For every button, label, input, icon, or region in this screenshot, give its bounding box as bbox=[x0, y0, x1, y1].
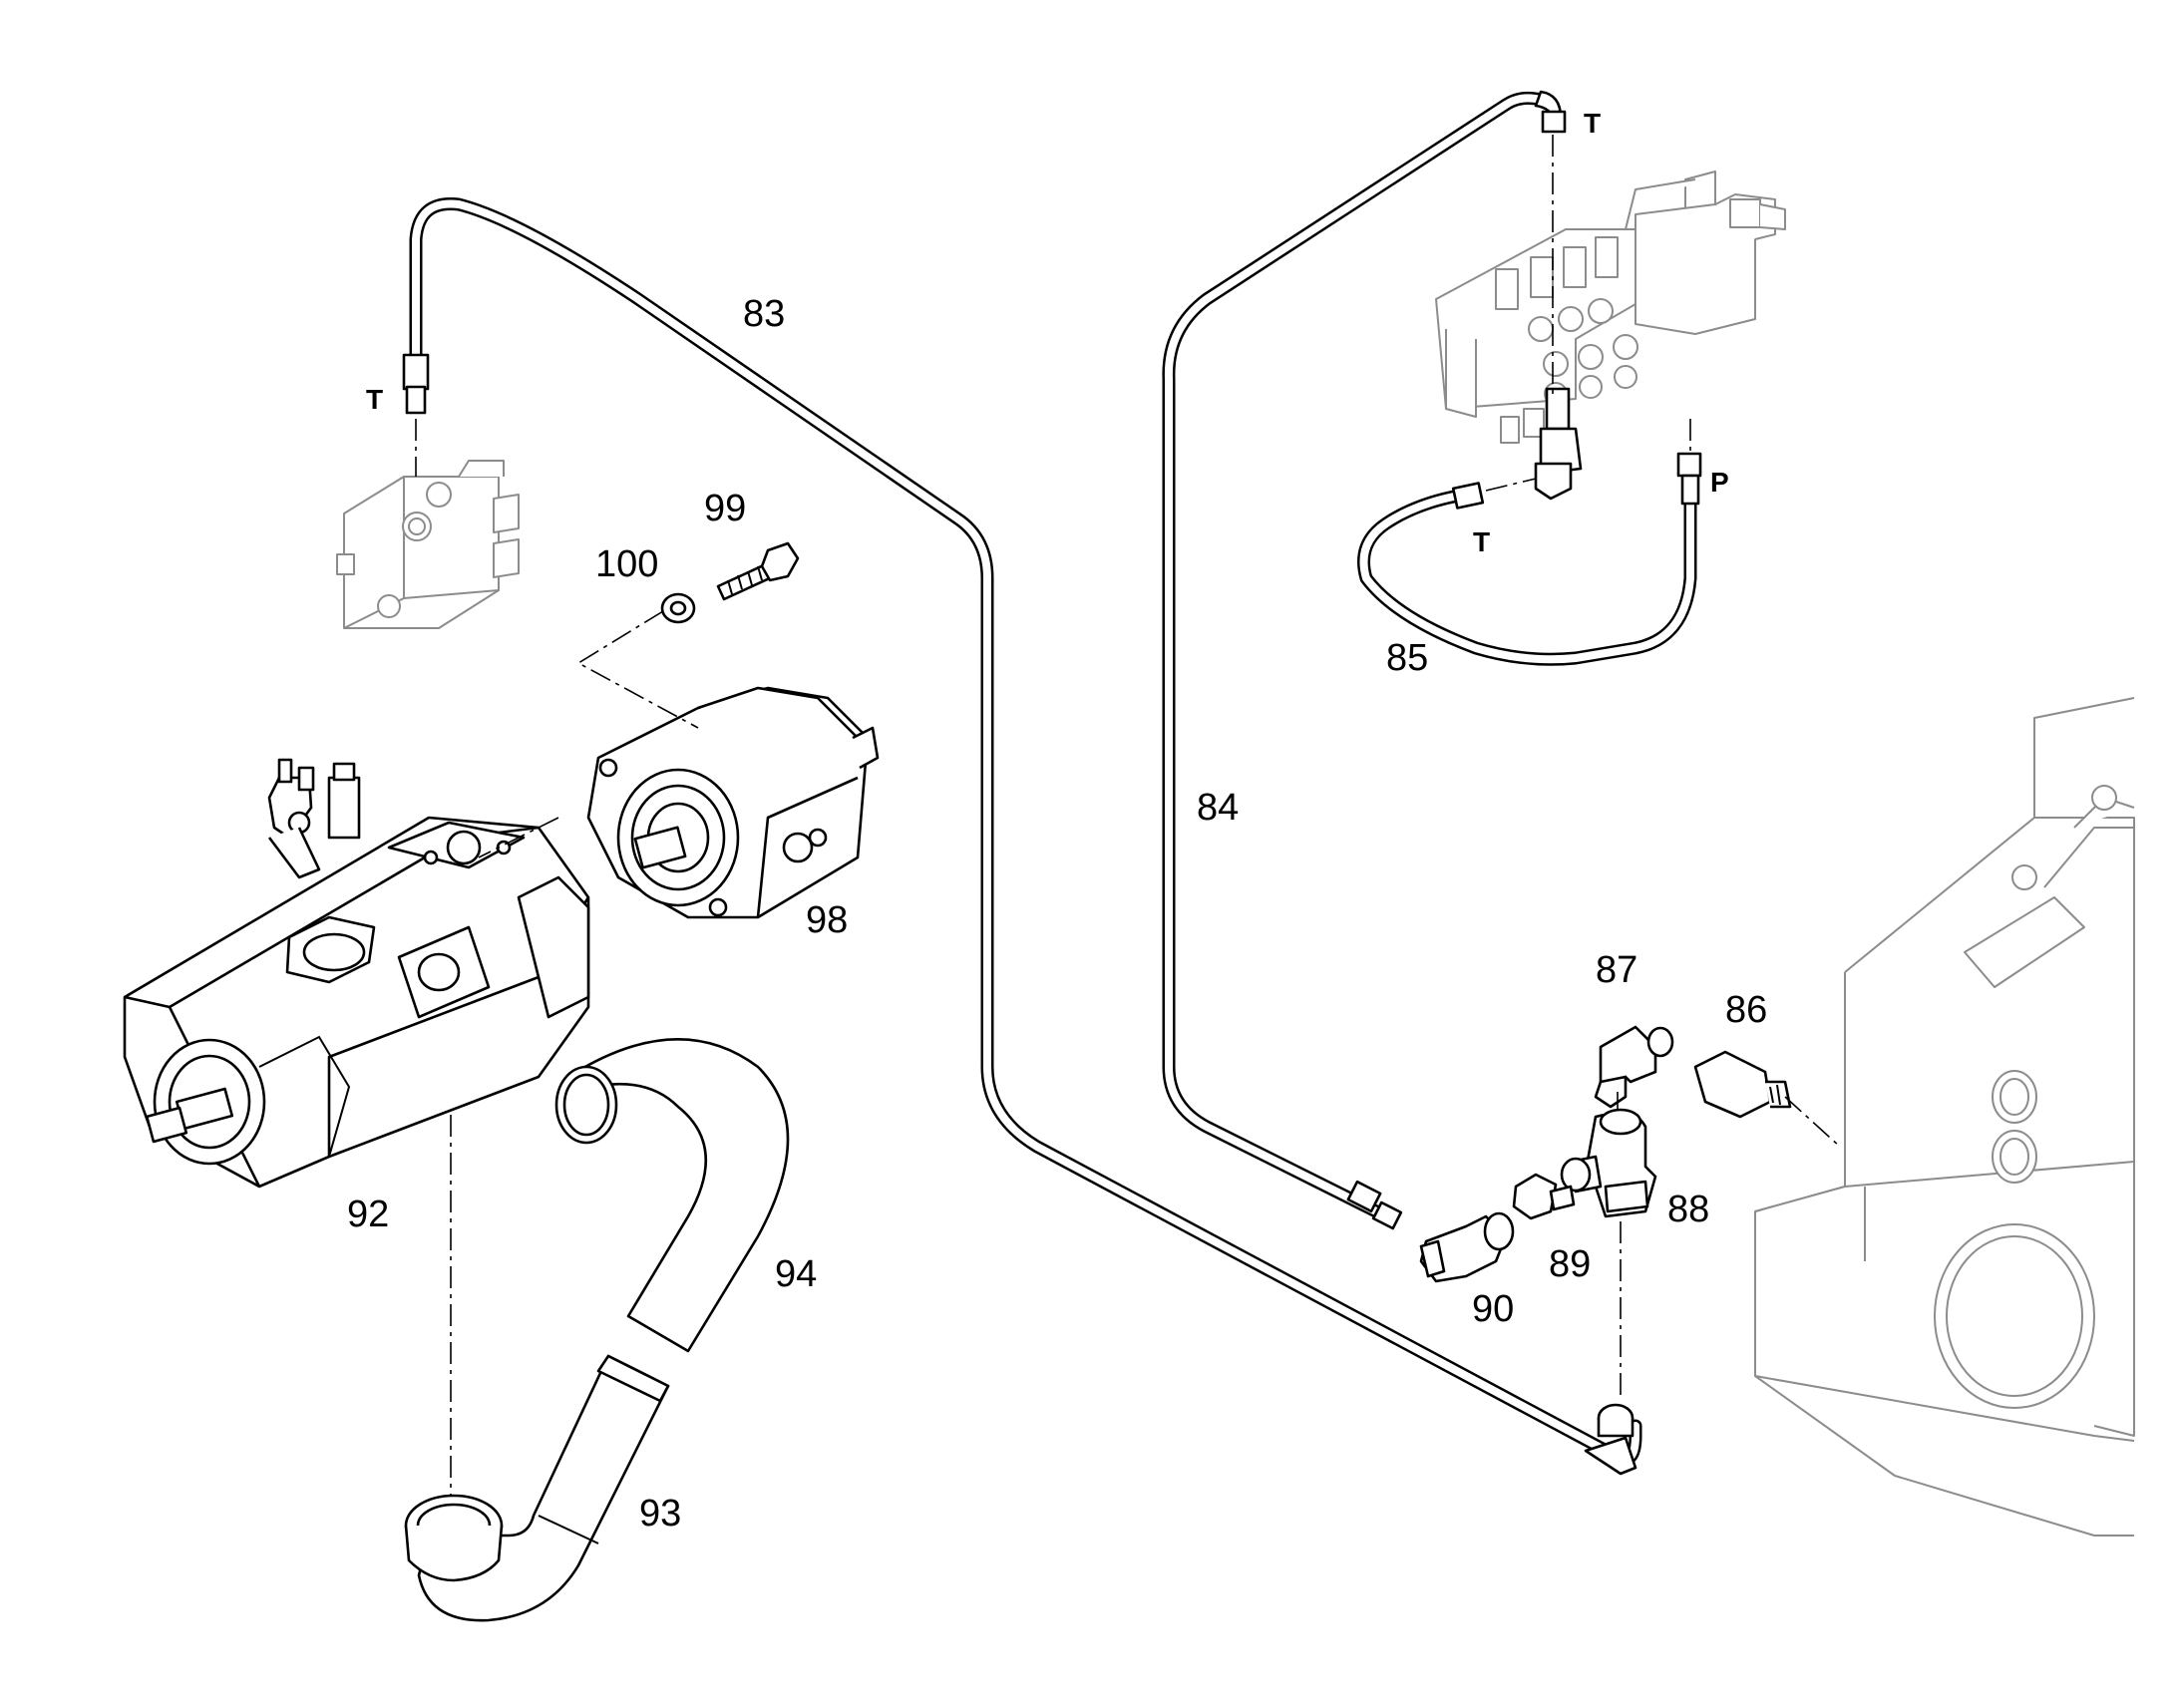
callout-89: 89 bbox=[1549, 1243, 1591, 1285]
callout-87: 87 bbox=[1596, 949, 1637, 991]
port-label-t-left-block: T bbox=[366, 384, 383, 415]
elbow-87 bbox=[1594, 1025, 1674, 1109]
fitting-89 bbox=[1512, 1173, 1576, 1220]
tee-88 bbox=[1560, 1108, 1657, 1218]
hose-83 bbox=[402, 196, 1642, 1476]
callout-85: 85 bbox=[1386, 637, 1428, 679]
tee-fitting-control-valve bbox=[1534, 387, 1583, 501]
hose-93 bbox=[404, 1354, 670, 1622]
adapter-86 bbox=[1693, 1050, 1792, 1119]
pump-92 bbox=[123, 758, 590, 1189]
callout-90: 90 bbox=[1472, 1288, 1514, 1330]
return-fitting-83 bbox=[1597, 1403, 1635, 1438]
ghost-spool-fittings bbox=[1495, 236, 1638, 444]
ghost-valve-block-left bbox=[336, 460, 520, 629]
pump-98 bbox=[586, 686, 880, 919]
callout-92: 92 bbox=[347, 1194, 389, 1235]
callout-98: 98 bbox=[806, 899, 848, 941]
hose-94 bbox=[554, 1038, 790, 1353]
elbow-90 bbox=[1419, 1211, 1515, 1283]
leader-lines bbox=[415, 135, 1841, 1496]
port-label-t-return-85: T bbox=[1473, 526, 1490, 557]
ghost-hydraulic-tank bbox=[1754, 697, 2135, 1537]
washer-100 bbox=[660, 592, 696, 624]
callout-94: 94 bbox=[775, 1253, 817, 1295]
callout-99: 99 bbox=[704, 488, 746, 529]
hose-84 bbox=[1162, 90, 1567, 1230]
port-label-p-pressure-85: P bbox=[1710, 467, 1729, 498]
callout-93: 93 bbox=[639, 1493, 681, 1535]
ghost-control-valve-top-right bbox=[1435, 171, 1786, 444]
bolt-99 bbox=[716, 541, 800, 601]
callout-88: 88 bbox=[1667, 1189, 1709, 1230]
callout-86: 86 bbox=[1725, 989, 1767, 1031]
port-label-t-top-valve: T bbox=[1584, 108, 1601, 139]
callout-100: 100 bbox=[595, 543, 658, 585]
hose-85 bbox=[1357, 452, 1702, 666]
callout-84: 84 bbox=[1197, 787, 1239, 829]
callout-83: 83 bbox=[743, 293, 785, 335]
